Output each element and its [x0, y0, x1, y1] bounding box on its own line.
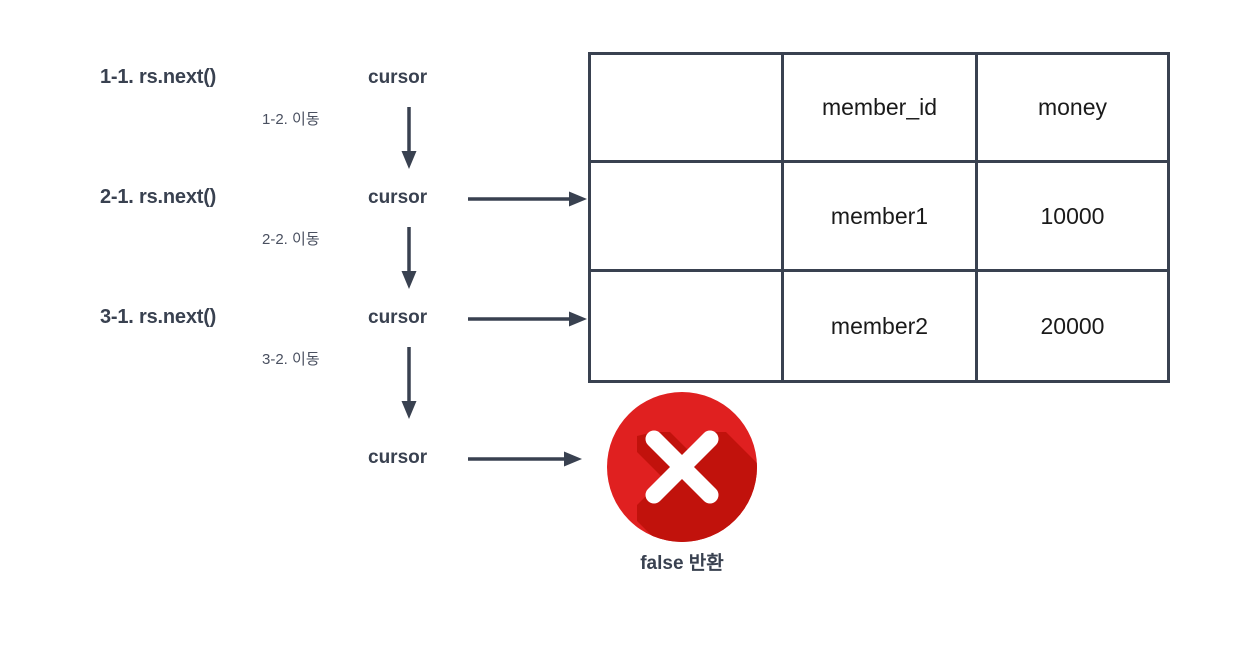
table-cell-member-id-2: member2 [781, 269, 978, 383]
result-set-table: member_id money member1 10000 member2 20… [588, 52, 1170, 383]
right-arrow-icon-row1 [468, 191, 587, 207]
right-arrow-icon-false [468, 451, 582, 467]
table-cell-blank-2 [588, 269, 784, 383]
table-cell-blank-1 [588, 160, 784, 272]
table-cell-member-id-1: member1 [781, 160, 978, 272]
move-label-2: 2-2. 이동 [262, 231, 320, 248]
table-header-row: member_id money [588, 52, 1170, 163]
down-arrow-icon-1 [401, 107, 417, 169]
cursor-label-1: cursor [368, 67, 428, 88]
move-label-3: 3-2. 이동 [262, 351, 320, 368]
table-row: member1 10000 [588, 160, 1170, 272]
cursor-label-2: cursor [368, 187, 428, 208]
right-arrow-icon-row2 [468, 311, 587, 327]
table-cell-money-1: 10000 [975, 160, 1170, 272]
table-cell-money-2: 20000 [975, 269, 1170, 383]
red-circle-x-icon [607, 392, 757, 542]
table-header-cell-member-id: member_id [781, 52, 978, 163]
cursor-label-3: cursor [368, 307, 428, 328]
step-call-label-3: 3-1. rs.next() [100, 306, 217, 328]
table-header-cell-money: money [975, 52, 1170, 163]
false-return-caption: false 반환 [640, 553, 724, 574]
table-header-cell-blank [588, 52, 784, 163]
x-glyph-icon [645, 430, 719, 504]
move-label-1: 1-2. 이동 [262, 111, 320, 128]
cursor-label-final: cursor [368, 447, 428, 468]
down-arrow-icon-2 [401, 227, 417, 289]
step-call-label-1: 1-1. rs.next() [100, 66, 217, 88]
step-call-label-2: 2-1. rs.next() [100, 186, 217, 208]
down-arrow-icon-3 [401, 347, 417, 419]
table-row: member2 20000 [588, 269, 1170, 383]
